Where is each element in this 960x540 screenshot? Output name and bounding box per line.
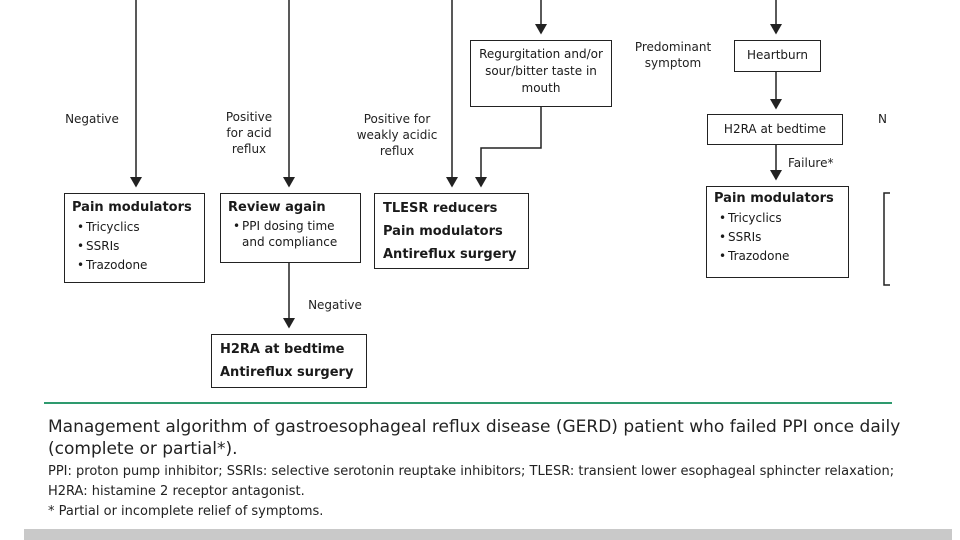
caption-footnote: * Partial or incomplete relief of sympto… (48, 504, 324, 519)
box-tlesr-reducers: TLESR reducers Pain modulators Antireflu… (374, 193, 529, 269)
arrow-regurgitation-to-tlesr (475, 107, 542, 188)
caption-abbreviations: PPI: proton pump inhibitor; SSRIs: selec… (48, 464, 895, 499)
label-predominant-symptom: Predominant symptom (634, 40, 712, 70)
label-positive-acid-reflux: Positive for acid reflux (225, 110, 273, 156)
label-cut-off: N (878, 112, 887, 126)
box-title: Pain modulators (714, 191, 834, 206)
bottom-gray-bar (24, 529, 952, 540)
box-heartburn: Heartburn (734, 40, 821, 72)
list-item: SSRIs (719, 228, 848, 247)
figure-caption: Management algorithm of gastroesophageal… (48, 416, 918, 522)
list: Tricyclics SSRIs Trazodone (72, 218, 204, 275)
list-item: SSRIs (77, 237, 204, 256)
box-pain-modulators-right: Pain modulators Tricyclics SSRIs Trazodo… (706, 186, 849, 278)
box-line: H2RA at bedtime (220, 342, 345, 357)
list-item: Trazodone (719, 247, 848, 266)
list-item: Tricyclics (77, 218, 204, 237)
box-line: Antireflux surgery (383, 247, 517, 262)
box-text: H2RA at bedtime (723, 122, 827, 136)
box-title: Pain modulators (72, 200, 192, 215)
cut-off-box-edge (883, 192, 890, 286)
caption-divider (44, 402, 892, 404)
box-line: Pain modulators (383, 224, 503, 239)
list-item: Trazodone (77, 256, 204, 275)
label-positive-weakly-acidic: Positive for weakly acidic reflux (356, 112, 438, 158)
box-text: Heartburn (747, 48, 808, 62)
label-negative-review: Negative (308, 298, 362, 312)
connector-lines (130, 0, 890, 329)
box-pain-modulators-left: Pain modulators Tricyclics SSRIs Trazodo… (64, 193, 205, 283)
box-line: TLESR reducers (383, 201, 498, 216)
list-item: Tricyclics (719, 209, 848, 228)
box-h2ra-antireflux-surgery: H2RA at bedtime Antireflux surgery (211, 334, 367, 388)
box-review-again: Review again PPI dosing time and complia… (220, 193, 361, 263)
gerd-algorithm-diagram: Negative Positive for acid reflux Positi… (0, 0, 960, 400)
list: Tricyclics SSRIs Trazodone (714, 209, 848, 266)
label-negative-left: Negative (65, 112, 119, 126)
box-line: Antireflux surgery (220, 365, 354, 380)
list-item: PPI dosing time and compliance (233, 218, 356, 250)
box-title: Review again (228, 200, 326, 215)
caption-title: Management algorithm of gastroesophageal… (48, 417, 901, 459)
box-text: Regurgitation and/or sour/bitter taste i… (479, 47, 603, 95)
list: PPI dosing time and compliance (228, 218, 356, 250)
label-failure: Failure* (788, 156, 834, 170)
box-h2ra-at-bedtime: H2RA at bedtime (707, 114, 843, 145)
box-regurgitation: Regurgitation and/or sour/bitter taste i… (470, 40, 612, 107)
